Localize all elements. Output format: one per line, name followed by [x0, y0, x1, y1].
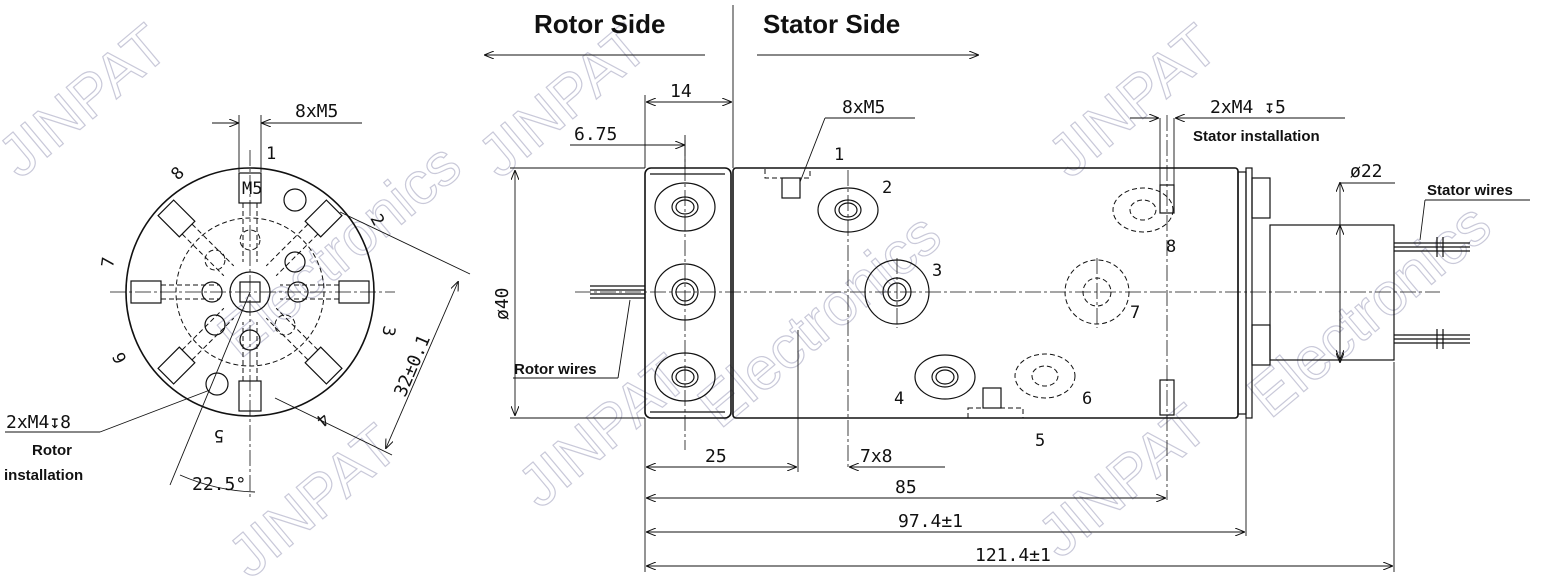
watermark-brand: JINPAT — [0, 11, 180, 189]
rotor-installation-label-1: Rotor — [32, 442, 72, 459]
side-thread-stator: 2xM4 ↧5 — [1210, 97, 1286, 118]
stator-holes — [764, 115, 1175, 500]
left-hole-8: 8 — [167, 163, 188, 184]
dim-7x8: 7x8 — [860, 446, 893, 467]
rotor-wires — [513, 285, 645, 379]
side-hole-6: 6 — [1082, 389, 1092, 409]
end-cap-2 — [1245, 167, 1253, 419]
side-hole-2: 2 — [882, 178, 892, 198]
watermark-brand: JINPAT — [215, 411, 410, 585]
dia-40: ø40 — [492, 287, 513, 320]
left-hole-4: 4 — [312, 408, 333, 430]
left-hole-6: 6 — [109, 349, 131, 367]
side-view: 1 2 3 4 5 6 7 8 Rotor wires — [492, 81, 1530, 572]
left-diameter: 32±0.1 — [390, 332, 435, 400]
stator-wires — [1394, 199, 1530, 349]
side-hole-3: 3 — [932, 261, 942, 281]
dim-85: 85 — [895, 477, 917, 498]
stator-installation-label: Stator installation — [1193, 128, 1320, 145]
dim-14: 14 — [670, 81, 692, 102]
rotor-installation-label-2: installation — [4, 467, 83, 484]
center-bore — [229, 271, 271, 313]
side-hole-7: 7 — [1130, 303, 1140, 323]
side-hole-8: 8 — [1166, 237, 1176, 257]
bolt-circle — [175, 217, 325, 367]
cap-tab-top — [1251, 177, 1271, 219]
dim-6-75: 6.75 — [574, 124, 617, 145]
left-hole-5: 5 — [214, 425, 224, 445]
left-hole-3: 3 — [377, 324, 398, 338]
watermark-brand: JINPAT — [1035, 11, 1230, 189]
dim-121-4: 121.4±1 — [975, 545, 1051, 566]
dim-25: 25 — [705, 446, 727, 467]
side-thread-8xm5: 8xM5 — [842, 97, 885, 118]
dia-22: ø22 — [1350, 161, 1383, 182]
left-thread-bottom: 2xM4↧8 — [6, 412, 71, 433]
stator-side-heading: Stator Side — [763, 9, 900, 39]
dim-97-4: 97.4±1 — [898, 511, 963, 532]
rotor-body — [644, 167, 732, 419]
center-connector — [239, 281, 261, 303]
stator-wires-label: Stator wires — [1427, 182, 1513, 199]
left-hole-1: 1 — [266, 144, 276, 164]
side-hole-5: 5 — [1035, 431, 1045, 451]
angle-arc — [179, 474, 256, 493]
rotor-wires-label: Rotor wires — [514, 361, 597, 378]
left-angle: 22.5° — [192, 474, 246, 495]
watermark-sub: Electronics — [1235, 190, 1503, 430]
watermark-sub: Electronics — [205, 130, 473, 370]
left-hole-7: 7 — [98, 256, 119, 269]
svg-text:M5: M5 — [242, 179, 262, 199]
left-thread-top: 8xM5 — [295, 101, 338, 122]
side-hole-4: 4 — [894, 389, 904, 409]
side-hole-1: 1 — [834, 145, 844, 165]
m4-hole-top — [283, 188, 307, 212]
rotor-ports — [654, 140, 716, 450]
side-headings: Rotor Side Stator Side — [485, 5, 978, 168]
inner-bolt-holes — [201, 229, 309, 351]
m4-hole-bottom — [205, 372, 229, 396]
rotor-side-heading: Rotor Side — [534, 9, 665, 39]
stator-tail — [1269, 224, 1395, 361]
